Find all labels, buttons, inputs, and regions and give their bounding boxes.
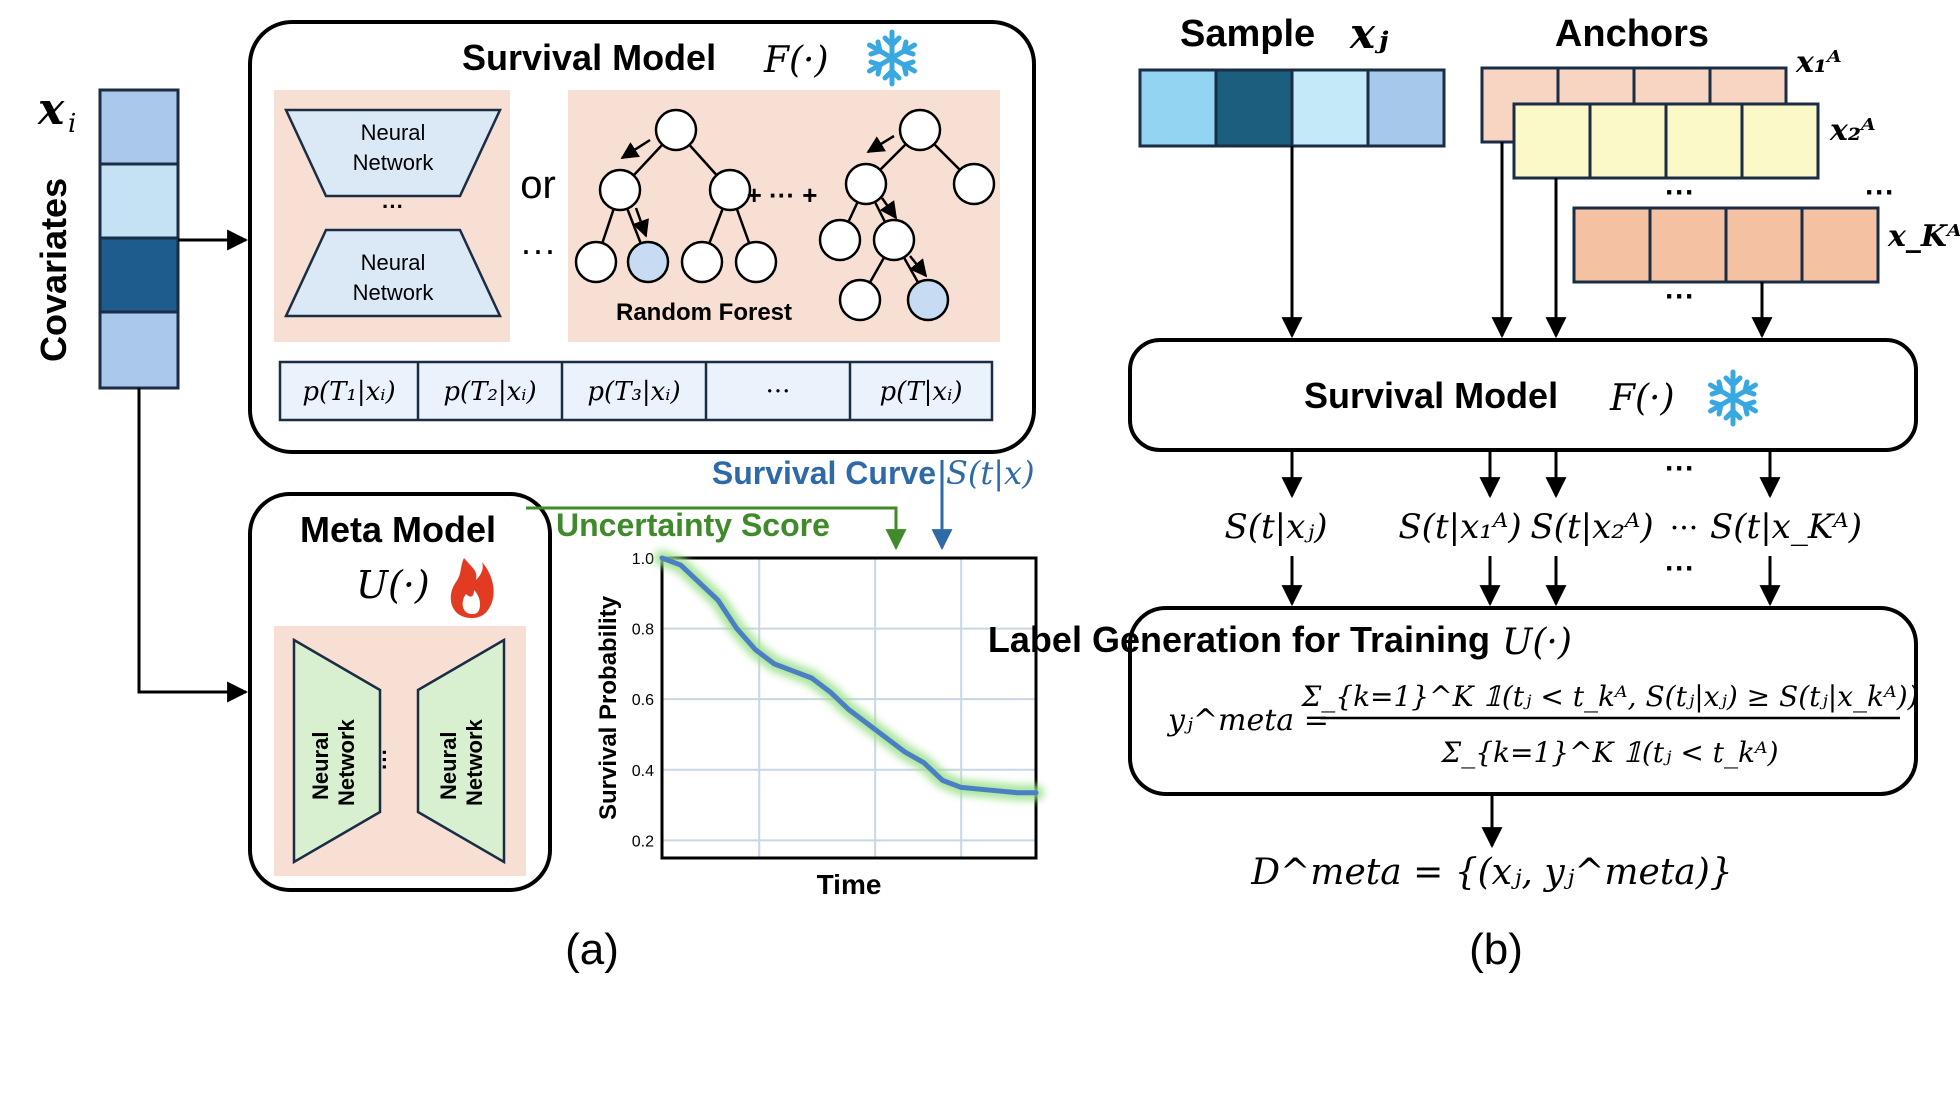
arrow-to-meta-model bbox=[137, 388, 249, 703]
ellipsis-text: ··· bbox=[520, 229, 556, 270]
anchor-dots-2: ··· bbox=[1865, 176, 1895, 209]
prob-cell-4: ··· bbox=[766, 377, 791, 407]
anchor-2-vector bbox=[1512, 102, 1820, 180]
nn-bottom-line1: Neural bbox=[361, 250, 426, 275]
tree-2 bbox=[818, 108, 996, 322]
survival-model-title: Survival Model bbox=[462, 37, 716, 78]
covariates-symbol-sub: i bbox=[68, 109, 76, 139]
outputs-dots-top: ··· bbox=[1665, 452, 1695, 485]
anchor-1-label: x₁ᴬ bbox=[1795, 45, 1842, 80]
sample-math: xⱼ bbox=[1349, 9, 1389, 58]
survival-model-box-b: Survival Model F(·) bbox=[1128, 338, 1918, 452]
survival-outputs-row: S(t|xⱼ) S(t|x₁ᴬ) S(t|x₂ᴬ) ··· S(t|x_Kᴬ) bbox=[1224, 507, 1862, 547]
meta-dataset: D^meta = {(xⱼ, yⱼ^meta)} bbox=[1250, 852, 1732, 893]
label-gen-func: U(·) bbox=[1502, 622, 1572, 663]
survival-model-box: Survival Model F(·) Neural Network ··· N… bbox=[248, 20, 1036, 454]
anchor-dots-3: ··· bbox=[1665, 280, 1695, 313]
meta-model-box: Meta Model U(·) Neural Network ··· Neura… bbox=[248, 492, 552, 892]
panel-a: x i Covariates Survival Model F(·) bbox=[33, 20, 1044, 974]
meta-nn-right-shape bbox=[416, 637, 506, 865]
y-tick-label-1: 0.8 bbox=[632, 622, 654, 639]
prob-cell-2: p(T₂|xᵢ) bbox=[443, 377, 536, 407]
anchor-2-label: x₂ᴬ bbox=[1829, 113, 1876, 148]
y-tick-label-3: 0.4 bbox=[632, 763, 654, 780]
covariate-cell-4 bbox=[98, 310, 180, 390]
snowflake-icon-b bbox=[1708, 369, 1758, 427]
output-anchor-1: S(t|x₁ᴬ) bbox=[1398, 507, 1521, 547]
meta-model-title: Meta Model bbox=[300, 509, 496, 550]
prob-cell-3: p(T₃|xᵢ) bbox=[587, 377, 680, 407]
covariate-cell-1 bbox=[98, 88, 180, 166]
survival-curve-label: Survival Curve bbox=[712, 455, 936, 491]
nn-bottom-line2: Network bbox=[353, 280, 435, 305]
covariates-label: Covariates bbox=[33, 178, 74, 362]
tree-1 bbox=[574, 108, 778, 284]
anchors-label: Anchors bbox=[1555, 13, 1709, 55]
forest-label: Random Forest bbox=[616, 299, 792, 326]
survival-model-func: F(·) bbox=[763, 40, 829, 81]
anchor-k-label: x_Kᴬ bbox=[1887, 219, 1960, 254]
covariates-vector: x i Covariates bbox=[33, 84, 180, 390]
meta-nn-left-shape bbox=[292, 637, 382, 865]
sample-label: Sample bbox=[1180, 13, 1315, 55]
prob-cell-1: p(T₁|xᵢ) bbox=[302, 377, 395, 407]
label-gen-lhs: yⱼ^meta = bbox=[1166, 703, 1329, 738]
y-tick-label-2: 0.6 bbox=[632, 692, 654, 709]
prob-cell-5: p(T|xᵢ) bbox=[880, 377, 963, 407]
survival-curve-line bbox=[659, 555, 1039, 796]
label-generation-box: Label Generation for Training U(·) yⱼ^me… bbox=[988, 606, 1919, 796]
anchor-k-vector bbox=[1572, 206, 1880, 284]
covariate-cell-2 bbox=[98, 162, 180, 240]
nn-top-line1: Neural bbox=[361, 120, 426, 145]
or-text: or bbox=[520, 163, 556, 207]
label-gen-title: Label Generation for Training bbox=[988, 619, 1490, 660]
outputs-dots-bottom: ··· bbox=[1665, 552, 1695, 585]
meta-nn-right-line2: Network bbox=[462, 718, 487, 806]
meta-nn-right-line1: Neural bbox=[436, 732, 461, 800]
snowflake-icon bbox=[867, 29, 917, 87]
x-axis-label: Time bbox=[817, 869, 882, 900]
covariates-symbol: x bbox=[37, 84, 65, 135]
meta-nn-left-line1: Neural bbox=[308, 732, 333, 800]
caption-a: (a) bbox=[565, 925, 619, 974]
output-dots: ··· bbox=[1670, 511, 1699, 546]
output-anchor-k: S(t|x_Kᴬ) bbox=[1710, 507, 1862, 547]
nn-dots: ··· bbox=[382, 194, 404, 219]
y-tick-label-4: 0.2 bbox=[632, 833, 654, 850]
label-gen-denominator: Σ_{k=1}^K 𝟙(tⱼ < t_kᴬ) bbox=[1440, 736, 1778, 769]
caption-b: (b) bbox=[1469, 925, 1523, 974]
survival-curve-math: S(t|x) bbox=[946, 454, 1035, 492]
output-sample: S(t|xⱼ) bbox=[1224, 507, 1327, 547]
survival-model-b-func: F(·) bbox=[1609, 378, 1675, 419]
label-gen-numerator: Σ_{k=1}^K 𝟙(tⱼ < t_kᴬ, S(tⱼ|xⱼ) ≥ S(tⱼ|x… bbox=[1300, 680, 1918, 713]
forest-plus: + ··· + bbox=[747, 180, 818, 210]
panel-b: Sample xⱼ Anchors x₁ᴬ x₂ᴬ ··· ··· bbox=[988, 9, 1960, 974]
covariate-cell-3 bbox=[98, 236, 180, 314]
y-axis-label: Survival Probability bbox=[595, 595, 622, 820]
y-tick-label-0: 1.0 bbox=[632, 551, 654, 568]
uncertainty-arrow bbox=[526, 506, 907, 551]
nn-bottom-shape bbox=[284, 228, 502, 318]
curve-uncertainty-band bbox=[654, 550, 1044, 801]
probability-row: p(T₁|xᵢ) p(T₂|xᵢ) p(T₃|xᵢ) ··· p(T|xᵢ) bbox=[278, 360, 994, 422]
fire-icon bbox=[450, 558, 494, 618]
meta-model-func: U(·) bbox=[356, 563, 430, 607]
sample-vector bbox=[1138, 68, 1446, 148]
meta-nn-dots: ··· bbox=[372, 748, 397, 770]
nn-top-line2: Network bbox=[353, 150, 435, 175]
meta-nn-left-line2: Network bbox=[334, 718, 359, 806]
anchor-dots-1: ··· bbox=[1665, 176, 1695, 209]
nn-top-shape bbox=[284, 108, 502, 198]
output-anchor-2: S(t|x₂ᴬ) bbox=[1530, 507, 1653, 547]
uncertainty-label: Uncertainty Score bbox=[556, 507, 830, 543]
survival-model-b-title: Survival Model bbox=[1304, 375, 1558, 416]
chart-frame bbox=[660, 556, 1038, 860]
